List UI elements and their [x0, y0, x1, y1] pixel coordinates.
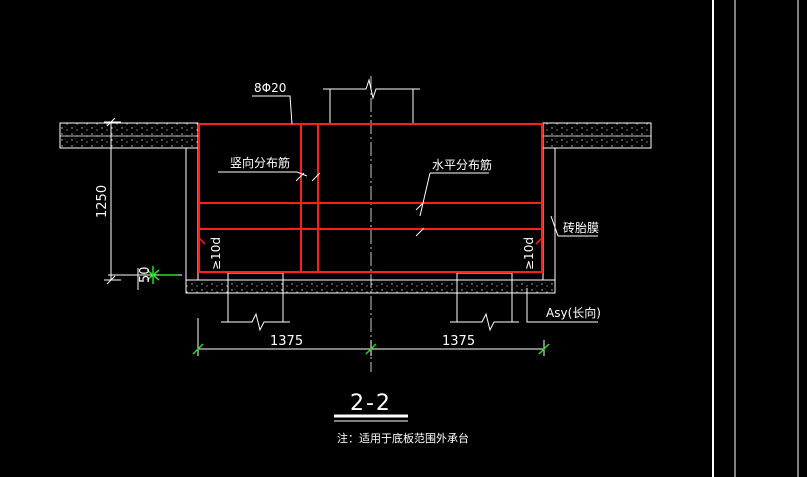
cushion-layer [185, 279, 556, 294]
vertical-bar-label: 竖向分布筋 [230, 155, 290, 170]
drawing-note: 注：适用于底板范围外承台 [337, 431, 469, 445]
small-dimension: 50 [138, 266, 153, 283]
rebar-cage [198, 123, 543, 273]
leaders [218, 95, 598, 323]
horizontal-bar-label: 水平分布筋 [432, 157, 492, 172]
column-stub [323, 78, 420, 123]
right-span-dimension: 1375 [442, 334, 475, 349]
brick-mold-left [185, 147, 199, 293]
rebar-outline [198, 123, 543, 273]
ground-slab-right [542, 122, 652, 149]
anchor-right-label: ≥10d [522, 237, 536, 270]
rebar-hook-right [535, 237, 543, 245]
left-span-dimension: 1375 [270, 334, 303, 349]
dimension-horizontal-ticks [192, 343, 550, 355]
asy-label: Asy(长向) [546, 305, 601, 320]
dimension-green-marker [146, 266, 178, 284]
height-dimension: 1250 [95, 185, 110, 218]
section-title: 2-2 [350, 391, 392, 416]
brick-mold-label: 砖胎膜 [563, 220, 599, 235]
rebar-label: 8Φ20 [254, 81, 286, 95]
rebar-hook-left [198, 237, 206, 245]
anchor-left-label: ≥10d [209, 237, 223, 270]
brick-mold-right [542, 147, 556, 293]
ground-slab-left [59, 122, 199, 149]
